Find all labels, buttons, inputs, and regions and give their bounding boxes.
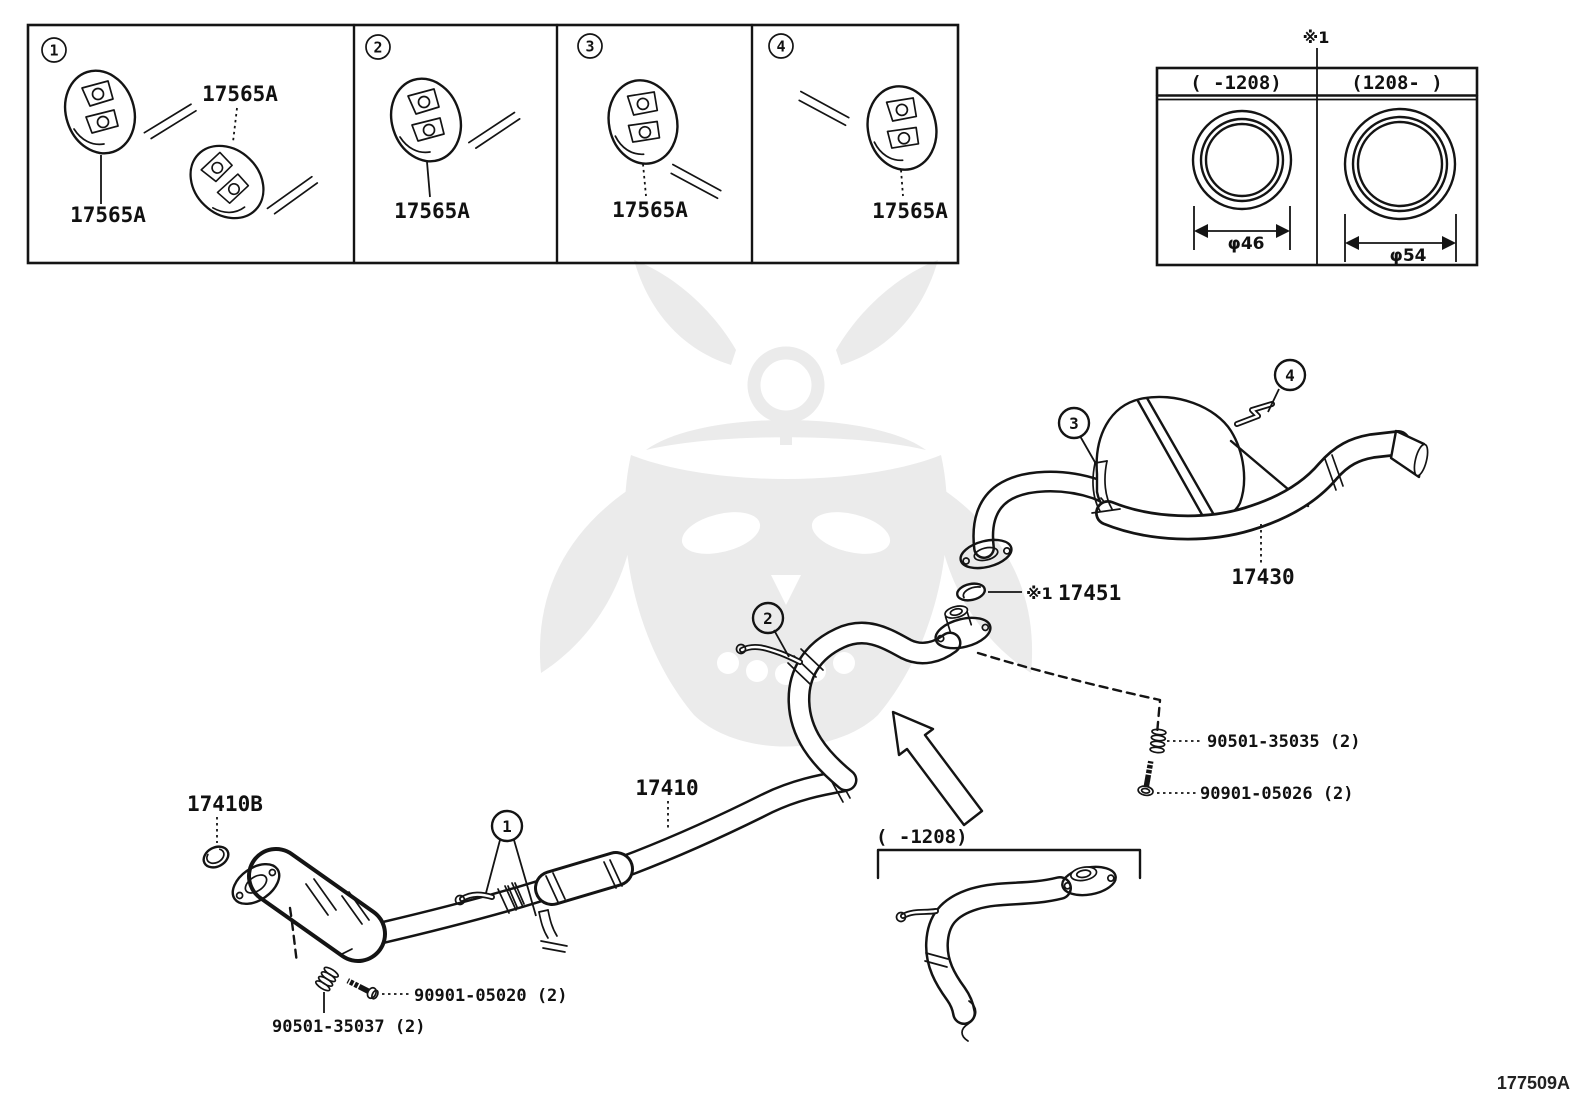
callout-3-badge: [1057, 406, 1091, 440]
muffler-drawing: [1095, 395, 1329, 530]
part-label-17565A-3: 17565A: [612, 198, 688, 222]
reference-note-1: ※1: [1303, 28, 1330, 47]
center-pipe-drawing: [735, 605, 992, 792]
grid-callout-2: [365, 34, 391, 60]
callout-2-number: 2: [763, 609, 773, 628]
table-col2-header: (1208- ): [1351, 72, 1443, 94]
exhaust-assembly-drawing: 1 2 3 4 17410B 17410 17430 ※1 17451 9050…: [187, 358, 1429, 1042]
part-label-90501-35035: 90501-35035 (2): [1207, 732, 1361, 752]
tailpipe-drawing: [1095, 429, 1429, 541]
leader-callout-3: [1079, 435, 1097, 465]
gasket-17410B-drawing: [202, 845, 230, 869]
diameter-label-46: φ46: [1228, 234, 1265, 254]
hanger-rod-4: [1234, 401, 1275, 427]
variant-flange: [1061, 865, 1117, 897]
front-pipe-drawing: [247, 769, 855, 963]
front-fasteners: [288, 906, 410, 1013]
grid-callout-2-number: 2: [373, 39, 382, 57]
bolt-rear-icon: [1137, 760, 1155, 797]
direction-arrow: [891, 710, 984, 827]
leader-callout-1: [485, 839, 537, 917]
callout-2-badge: [751, 601, 785, 635]
grid-callout-4: [768, 33, 794, 59]
callout-4-badge: [1273, 358, 1307, 392]
callout-4-number: 4: [1285, 366, 1295, 385]
watermark-samurai-mask: [539, 260, 1033, 747]
variant-date-range-label: ( -1208): [876, 826, 968, 848]
part-label-90501-35037: 90501-35037 (2): [272, 1017, 426, 1037]
bolt-front-icon: [346, 977, 379, 1000]
grid-callout-4-number: 4: [776, 38, 785, 56]
spring-rear-icon: [1149, 728, 1167, 754]
grid-callout-3: [577, 33, 603, 59]
part-label-17565A-1b: 17565A: [202, 82, 278, 106]
gasket-ring-54-drawing: φ54: [1343, 107, 1457, 266]
part-label-17565A-4: 17565A: [872, 199, 948, 223]
table-col1-header: ( -1208): [1190, 72, 1282, 94]
hanger-rod-1: [454, 882, 524, 914]
part-label-90901-05026: 90901-05026 (2): [1200, 784, 1354, 804]
hanger-rod-2: [735, 643, 803, 665]
hanger-strap-3: [1091, 460, 1121, 514]
part-label-17410B: 17410B: [187, 792, 263, 816]
rear-flange: [934, 605, 992, 650]
reference-note-17451: ※1: [1026, 584, 1053, 603]
part-label-17430: 17430: [1231, 565, 1294, 589]
hanger-variants-grid: 1 2 3 4 17565A 17565A 17565A 17565A 1756…: [26, 23, 960, 265]
muffler-inlet-flange: [959, 538, 1013, 570]
variant-pipe-drawing: [876, 848, 1142, 1042]
diameter-label-54: φ54: [1390, 246, 1427, 266]
front-flange: [231, 862, 281, 906]
variant-hanger-rod: [895, 908, 939, 923]
grid-callout-3-number: 3: [585, 38, 594, 56]
leader-callout-4: [1267, 388, 1280, 413]
part-label-17565A-1a: 17565A: [70, 203, 146, 227]
rear-fasteners: [976, 651, 1203, 797]
part-label-90901-05020: 90901-05020 (2): [414, 986, 568, 1006]
figure-code: 177509A: [1497, 1073, 1570, 1093]
grid-callout-1: [41, 37, 67, 63]
part-label-17410: 17410: [635, 776, 698, 800]
callout-1-number: 1: [502, 817, 512, 836]
gasket-ring-46-drawing: φ46: [1191, 109, 1293, 254]
spring-front-icon: [314, 966, 340, 992]
leader-callout-2: [773, 629, 790, 658]
callout-3-number: 3: [1069, 414, 1079, 433]
grid-callout-1-number: 1: [49, 42, 58, 60]
callout-1-badge: [490, 809, 524, 843]
part-label-17451: 17451: [1058, 581, 1121, 605]
gasket-17451-drawing: [956, 582, 986, 602]
gasket-size-table: ※1 ( -1208) (1208- ) φ46 φ54: [1155, 28, 1479, 267]
hanger-strap-1: [538, 909, 568, 953]
part-label-17565A-2: 17565A: [394, 199, 470, 223]
